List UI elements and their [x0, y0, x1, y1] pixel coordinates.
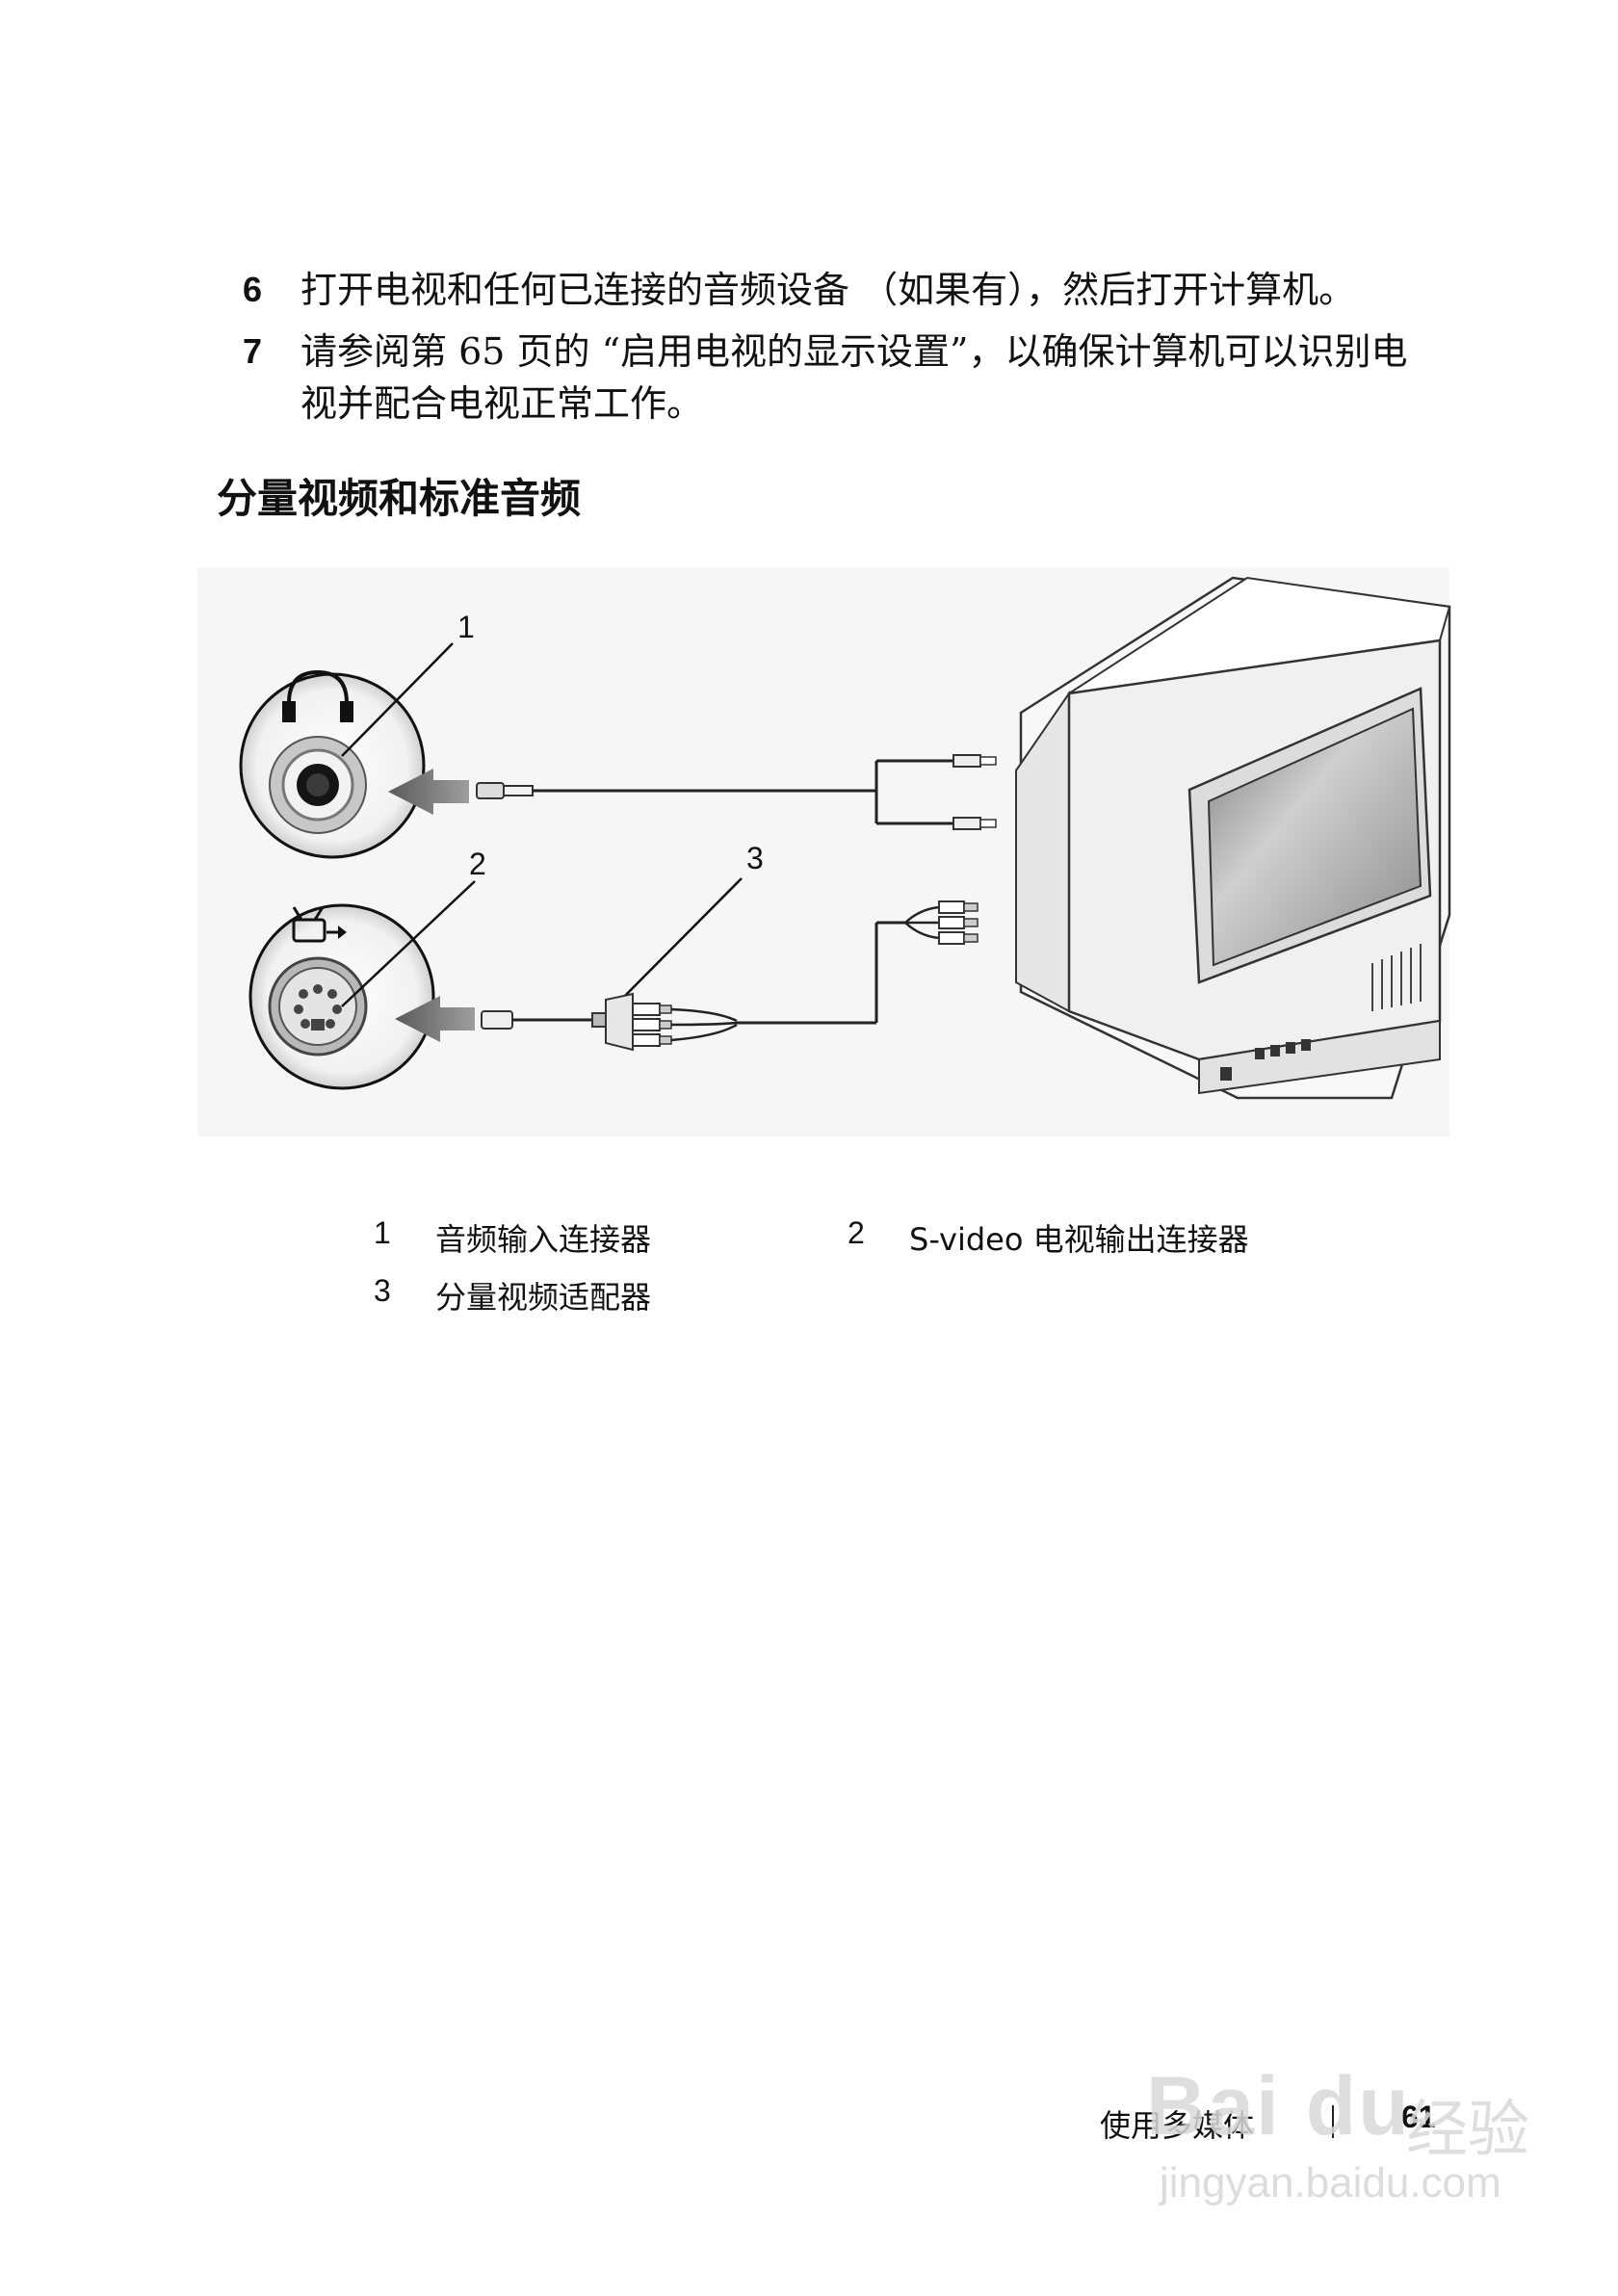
audio-jack [269, 736, 367, 834]
tv-front-buttons [1220, 1039, 1311, 1081]
section-title: 分量视频和标准音频 [217, 475, 582, 522]
legend-label: S-video 电视输出连接器 [909, 1221, 1249, 1258]
callout-3-leader [611, 877, 743, 1010]
arrow-to-s-video-port [395, 996, 475, 1042]
legend-label: 分量视频适配器 [435, 1279, 652, 1316]
callout-1-leader [341, 642, 454, 757]
s-video-jack [268, 956, 368, 1057]
footer-section-name: 使用多媒体 [1100, 2107, 1255, 2144]
baidu-jingyan-watermark: Bai du 经验 jingyan.baidu.com [1146, 2042, 1551, 2225]
step-text: 请参阅第 65 页的 “启用电视的显示设置”，以确保计算机可以识别电视并配合电视… [300, 330, 1408, 425]
callout-2-leader [341, 880, 476, 1007]
arrow-to-audio-port [388, 769, 469, 815]
audio-cable [476, 754, 997, 830]
tv-vent-grille [1371, 944, 1422, 1011]
watermark-cn: 经验 [1406, 2095, 1529, 2166]
legend-number: 2 [848, 1215, 865, 1250]
connection-diagram: 1 2 3 [197, 568, 1451, 1136]
callout-3-label: 3 [746, 841, 764, 875]
headphone-icon [282, 669, 353, 722]
page-number: 61 [1401, 2100, 1436, 2134]
step-number: 6 [243, 270, 263, 309]
watermark-url: jingyan.baidu.com [1160, 2159, 1501, 2206]
legend-number: 3 [374, 1273, 391, 1308]
step-text: 打开电视和任何已连接的音频设备 （如果有），然后打开计算机。 [300, 269, 1356, 311]
television [1015, 576, 1451, 1100]
callout-2-label: 2 [469, 847, 486, 881]
legend-number: 1 [374, 1215, 391, 1250]
callout-1-label: 1 [457, 610, 475, 644]
footer-divider [1332, 2105, 1334, 2138]
component-adapter-cable [481, 900, 979, 1052]
s-video-port-callout [248, 903, 435, 1090]
watermark-brand: Bai du [1146, 2060, 1411, 2152]
tv-out-icon [292, 906, 347, 943]
legend-label: 音频输入连接器 [435, 1221, 652, 1258]
step-number: 7 [243, 331, 263, 371]
